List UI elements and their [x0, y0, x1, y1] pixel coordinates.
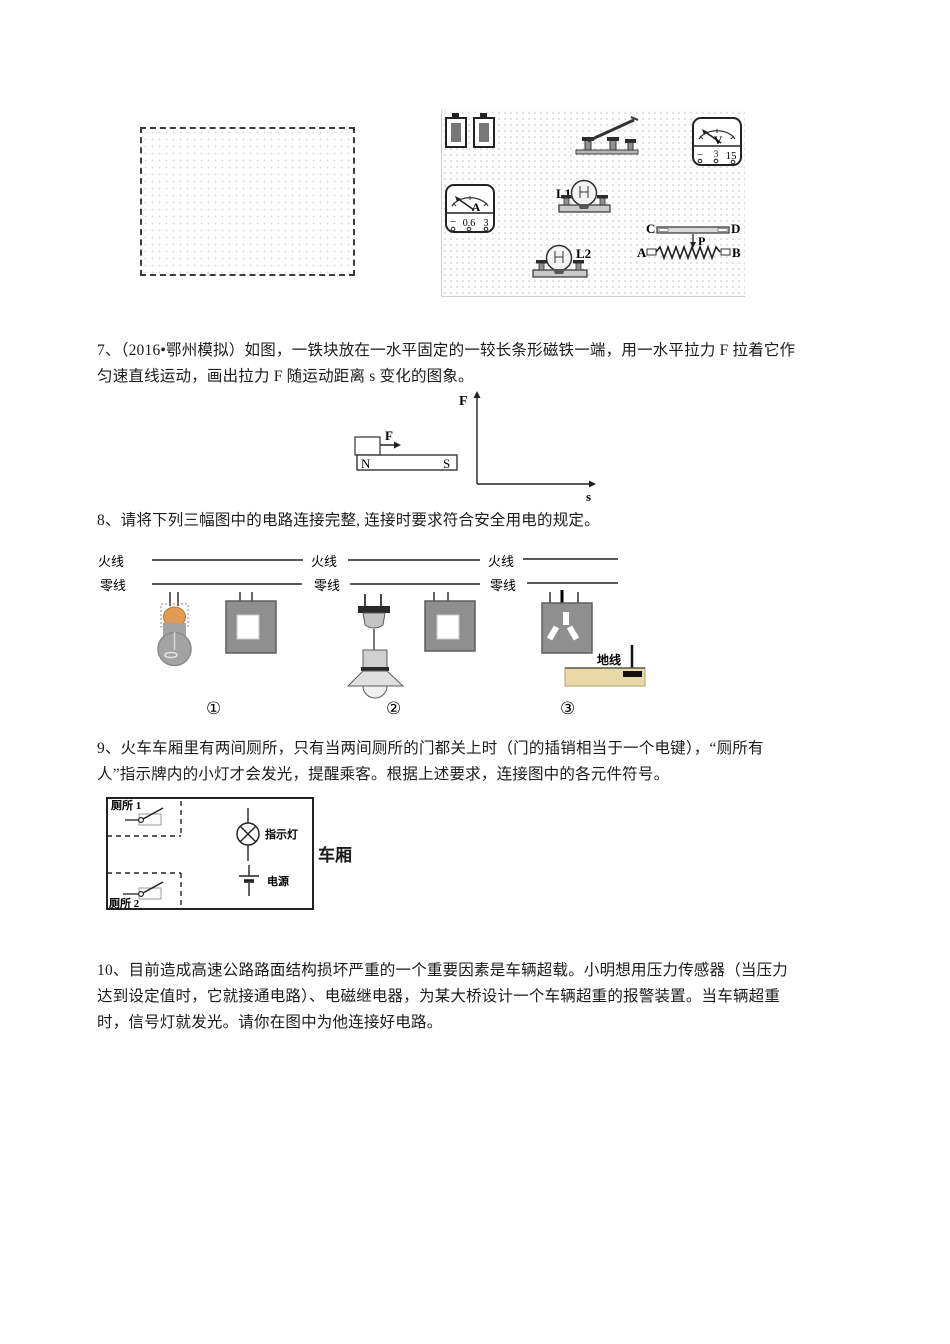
carriage-outline — [106, 797, 314, 910]
switch-box-icon — [225, 592, 277, 654]
y-axis-label-F: F — [459, 394, 468, 409]
circuit-2: 火线 零线 ② — [311, 554, 480, 718]
battery-icon — [473, 113, 495, 148]
voltmeter-range-15: 15 — [726, 150, 738, 162]
live-wire-label: 火线 — [311, 554, 337, 569]
question-8-figure: 火线 零线 ① 火线 — [98, 554, 646, 718]
light-bulb-icon — [157, 592, 192, 667]
neutral-wire-label: 零线 — [100, 578, 126, 593]
switch-box-icon — [424, 592, 476, 652]
ammeter-minus: − — [450, 216, 456, 228]
toilet-1-area: 厕所 1 — [107, 798, 182, 837]
magnet-pole-S: S — [443, 456, 450, 471]
neutral-wire-label: 零线 — [314, 578, 340, 593]
question-9-text: 9、火车车厢里有两间厕所，只有当两间厕所的门都关上时（门的插销相当于一个电键），… — [97, 740, 764, 783]
fs-axes: F s — [459, 391, 596, 504]
x-axis-label-s: s — [586, 489, 591, 504]
question-10-text: 10、目前造成高速公路路面结构损坏严重的一个重要因素是车辆超载。小明想用压力传感… — [97, 962, 789, 1031]
circuit-components-panel: V − 3 15 A − 0.6 3 — [441, 110, 745, 297]
rheostat-icon: C D P A B — [637, 221, 741, 261]
neutral-wire-label: 零线 — [490, 578, 516, 593]
figure-number-2: ② — [386, 699, 401, 718]
voltmeter-icon: V − 3 15 — [692, 117, 742, 166]
question-7-text: 7、（2016•鄂州模拟）如图，一铁块放在一水平固定的一较长条形磁铁一端，用一水… — [97, 342, 796, 385]
rheostat-terminal-A: A — [637, 245, 647, 260]
magnet-diagram: F N S — [354, 428, 458, 471]
three-pin-socket-icon — [541, 590, 593, 654]
magnet-pole-N: N — [361, 456, 371, 471]
knife-switch-icon — [575, 116, 639, 155]
indicator-lamp-symbol: 指示灯 — [236, 808, 298, 861]
power-source-symbol: 电源 — [239, 865, 289, 896]
ammeter-icon: A − 0.6 3 — [445, 184, 495, 233]
rheostat-terminal-B: B — [732, 245, 741, 260]
lamp-L1-icon: L1 — [556, 179, 611, 213]
battery-icon — [445, 113, 467, 148]
rheostat-terminal-D: D — [731, 221, 740, 236]
answer-drawing-box — [140, 127, 355, 276]
question-9-figure: 厕所 1 厕所 2 指示灯 — [106, 797, 314, 910]
toilet-2-area: 厕所 2 — [107, 872, 182, 910]
carriage-label: 车厢 — [318, 846, 352, 865]
toilet-1-label: 厕所 1 — [111, 798, 141, 812]
voltmeter-minus: − — [697, 149, 703, 161]
question-8-text: 8、请将下列三幅图中的电路连接完整, 连接时要求符合安全用电的规定。 — [97, 512, 600, 529]
figure-number-3: ③ — [560, 699, 575, 718]
force-F-label: F — [385, 428, 393, 443]
voltmeter-range-3: 3 — [714, 149, 719, 159]
pendant-lamp-icon — [346, 594, 405, 699]
lamp-L2-icon: L2 — [532, 244, 591, 278]
lamp-L2-label: L2 — [576, 246, 591, 261]
rheostat-terminal-C: C — [646, 221, 655, 236]
ammeter-symbol: A — [472, 200, 481, 214]
components-figure: V − 3 15 A − 0.6 3 — [445, 113, 742, 278]
ammeter-range-3: 3 — [484, 218, 489, 229]
circuit-3: 火线 零线 地线 ③ — [488, 554, 646, 718]
voltmeter-symbol: V — [714, 133, 723, 147]
figure-number-1: ① — [206, 699, 221, 718]
rheostat-slider-P: P — [698, 234, 705, 248]
ground-wire-label: 地线 — [597, 652, 621, 667]
question-7-figure: F N S F s — [354, 391, 596, 504]
live-wire-label: 火线 — [98, 554, 124, 569]
power-source-label: 电源 — [267, 874, 289, 888]
indicator-lamp-label: 指示灯 — [265, 827, 298, 841]
earth-ground-icon: 地线 — [564, 645, 646, 687]
circuit-1: 火线 零线 ① — [98, 554, 303, 718]
ammeter-range-06: 0.6 — [463, 218, 476, 229]
toilet-2-label: 厕所 2 — [109, 896, 140, 910]
live-wire-label: 火线 — [488, 554, 514, 569]
